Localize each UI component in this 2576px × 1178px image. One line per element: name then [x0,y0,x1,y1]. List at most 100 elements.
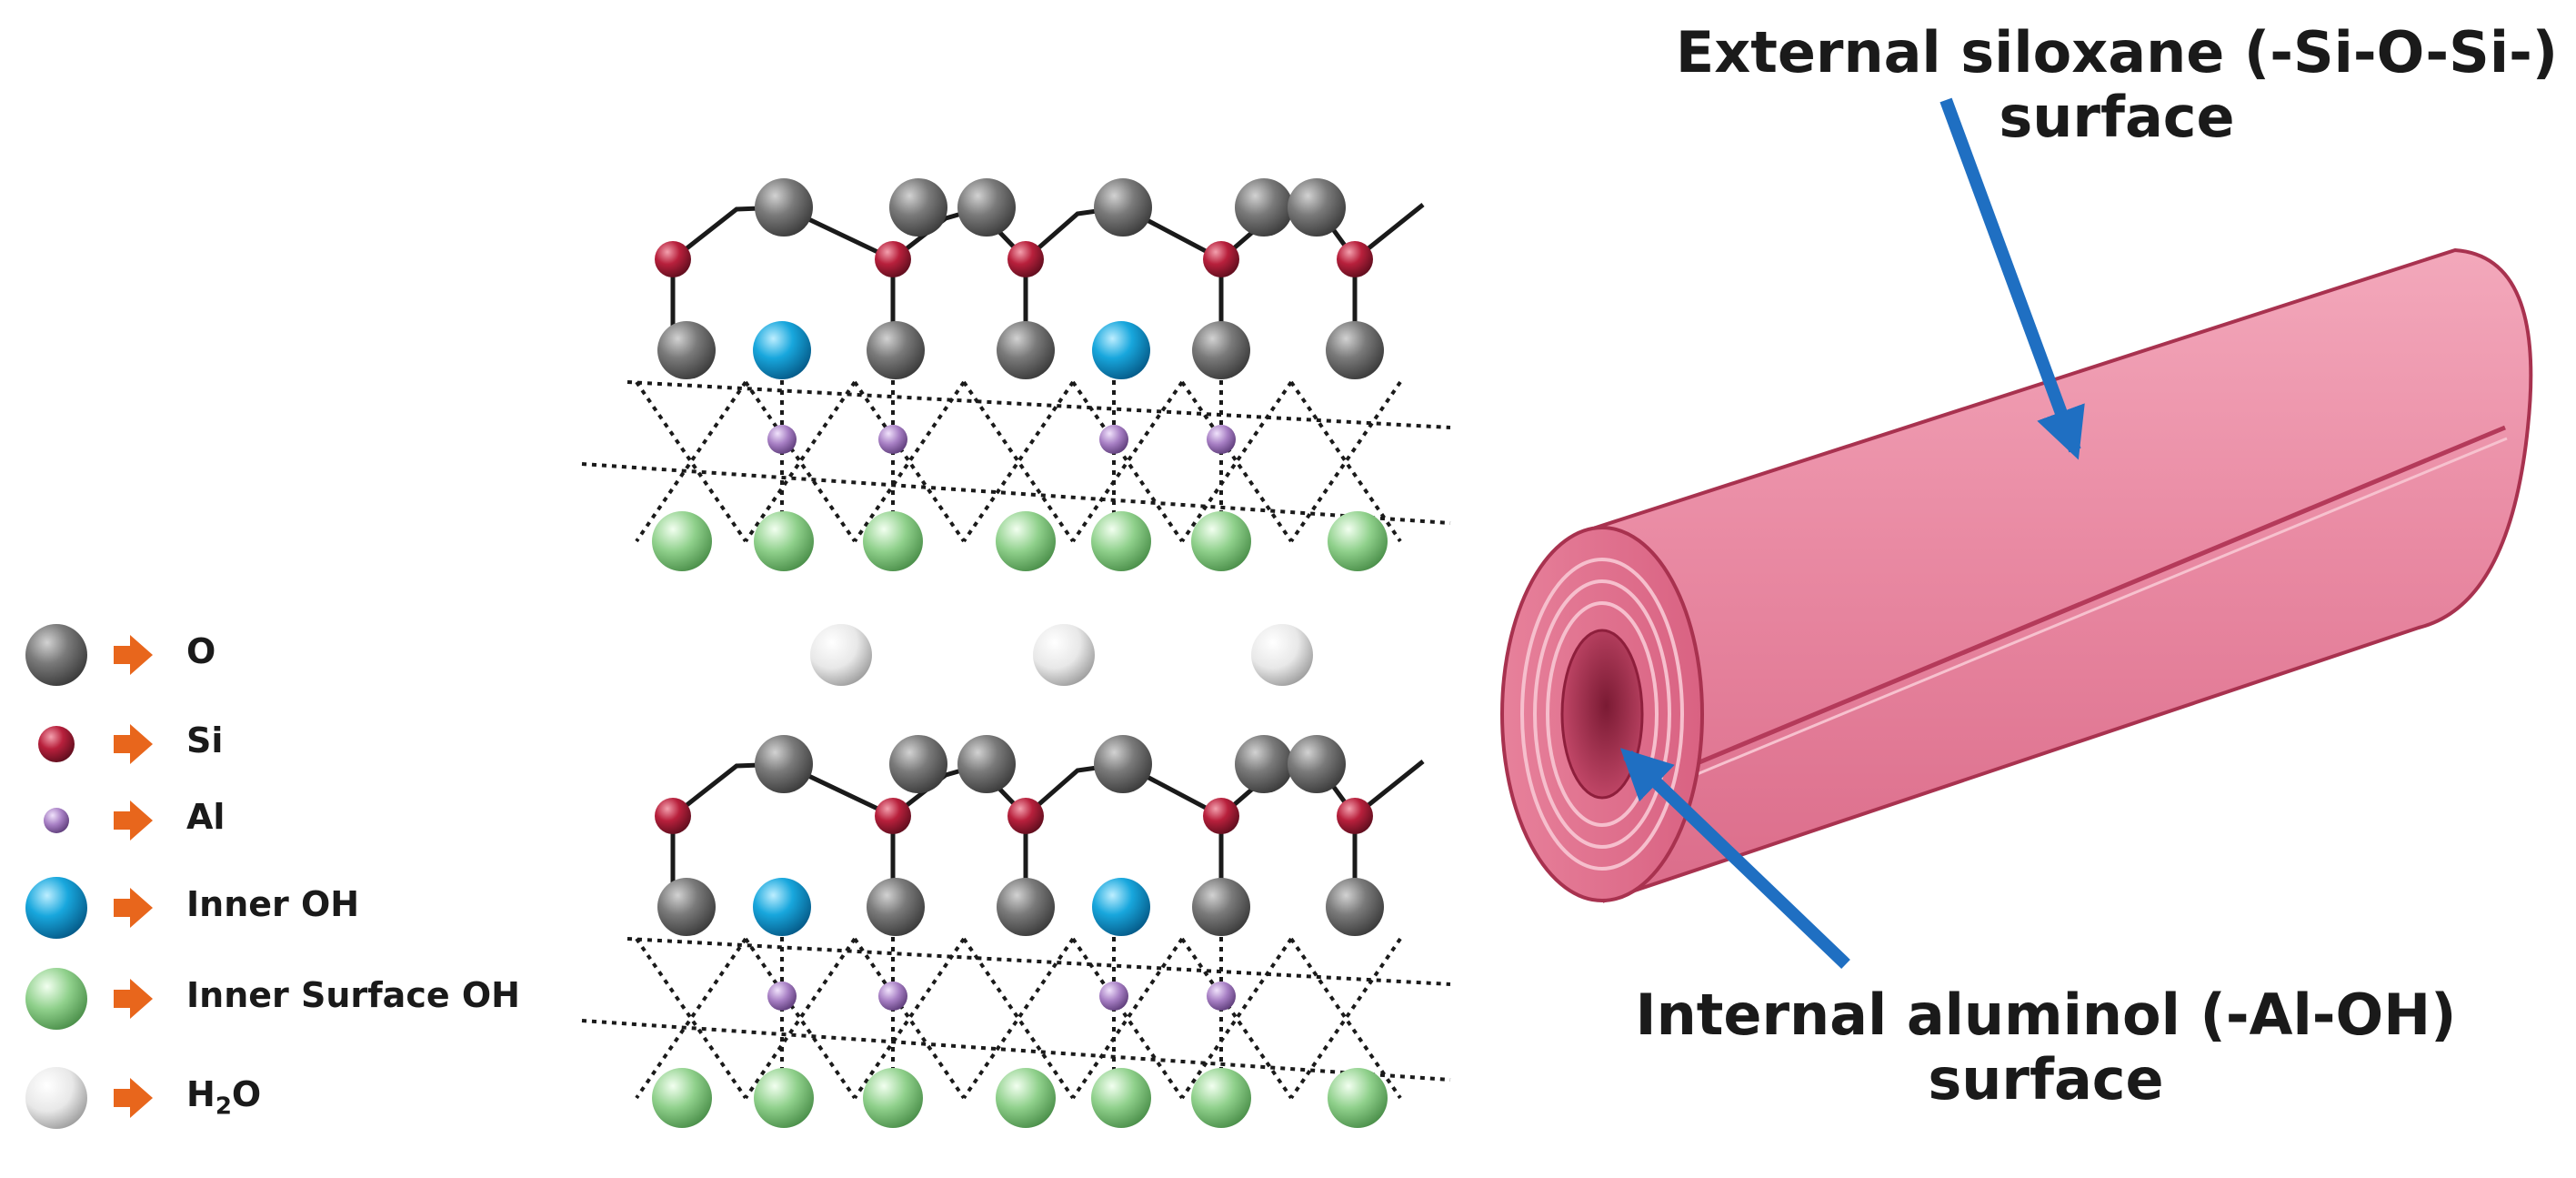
tube-wall-ring [1533,579,1671,849]
legend-label-text: Inner OH [186,884,360,924]
legend-arrow-icon [114,1078,153,1118]
inner-surface-oh-group [652,511,712,571]
external-surface-label-line2: surface [1999,84,2235,151]
legend-label-text: Inner Surface OH [186,975,520,1015]
legend-swatch-h2o [25,1067,87,1129]
water-molecule [810,624,872,686]
silicon-atom [875,241,911,277]
inner-surface-oh-group [1091,1068,1151,1128]
inner-surface-oh-group [1191,511,1251,571]
tube-seam [1672,425,2506,776]
water-molecule [1033,624,1095,686]
silicon-atom [875,798,911,834]
legend [25,624,153,1129]
legend-arrow-icon [114,724,153,764]
inner-surface-oh-group [1091,511,1151,571]
bond-dotted [962,937,1075,1100]
oxygen-atom [867,878,925,936]
inner-surface-oh-group [863,1068,923,1128]
bond-dotted [635,937,747,1100]
legend-label-subscript: 2 [215,1092,232,1121]
legend-arrow-icon [114,979,153,1019]
legend-arrow-icon [114,800,153,841]
bond-dotted [635,937,747,1100]
legend-label-inner-oh: Inner OH [186,884,359,924]
bond-dotted [744,380,857,543]
tube-wall-ring [1546,601,1659,827]
internal-surface-label-line2: surface [1928,1046,2164,1113]
bond-dotted [1071,937,1184,1100]
oxygen-atom [867,321,925,379]
external-surface-label-line1: External siloxane (-Si-O-Si-) [1675,19,2559,86]
tube-wall-ring [1520,558,1684,871]
legend-label-o: O [186,631,216,671]
bond-dotted [744,937,857,1100]
arrow-internal-surface [1619,748,1850,970]
inner-surface-oh-group [1191,1068,1251,1128]
external-surface-label: External siloxane (-Si-O-Si-) surface [1671,20,2562,150]
bond-dotted [962,937,1075,1100]
legend-label-si: Si [186,720,223,760]
bond-dotted [1289,937,1402,1100]
oxygen-atom [1288,735,1346,793]
bond-dotted [744,937,857,1100]
oxygen-atom [1326,321,1384,379]
inner-surface-oh-group [996,1068,1056,1128]
aluminum-atom [767,425,797,454]
oxygen-atom [1288,178,1346,237]
oxygen-atom [957,735,1016,793]
silicon-atom [1337,241,1373,277]
aluminum-atom [878,425,907,454]
bond-dotted [1180,380,1293,543]
legend-label-text: H [186,1074,216,1114]
silicon-atom [1007,241,1044,277]
lattice-layer-bottom [581,735,1451,1128]
nanotube [1500,247,2533,903]
tube-seam-highlight [1672,437,2508,786]
bond-dotted [626,937,1451,986]
legend-label-al: Al [186,797,225,837]
legend-label-text: Al [186,797,226,837]
oxygen-atom [1235,178,1293,237]
oxygen-atom [1326,878,1384,936]
bond-dotted [853,937,966,1100]
silicon-atom [1203,241,1239,277]
inner-oh-group [753,321,811,379]
oxygen-atom [997,878,1055,936]
legend-label-suffix: O [231,1074,262,1114]
legend-swatch-inner-oh [25,877,87,939]
legend-swatch-o [25,624,87,686]
bond-dotted [1071,380,1184,543]
aluminum-atom [878,982,907,1011]
aluminum-atom [1099,982,1128,1011]
oxygen-atom [957,178,1016,237]
oxygen-atom [889,178,947,237]
legend-swatch-inner-surface-oh [25,968,87,1030]
oxygen-atom [997,321,1055,379]
oxygen-atom [657,878,716,936]
bond-dotted [1180,937,1293,1100]
legend-arrow-icon [114,888,153,928]
silicon-atom [1007,798,1044,834]
interlayer-water [810,624,1313,686]
bond-dotted [626,380,1451,429]
silicon-atom [1337,798,1373,834]
silicon-atom [655,798,691,834]
silicon-atom [655,241,691,277]
bond-dotted [635,380,747,543]
bond-dotted [962,380,1075,543]
tube-body [1593,247,2533,903]
inner-oh-group [1092,321,1150,379]
bond-dotted [962,380,1075,543]
internal-surface-label-line1: Internal aluminol (-Al-OH) [1635,982,2457,1048]
aluminum-atom [1099,425,1128,454]
aluminum-atom [1207,982,1236,1011]
legend-label-text: Si [186,720,224,760]
inner-surface-oh-group [754,1068,814,1128]
bond-dotted [635,380,747,543]
bond-dotted [1289,380,1402,543]
oxygen-atom [755,735,813,793]
bond-dotted [853,380,966,543]
bond-dotted [1180,937,1293,1100]
